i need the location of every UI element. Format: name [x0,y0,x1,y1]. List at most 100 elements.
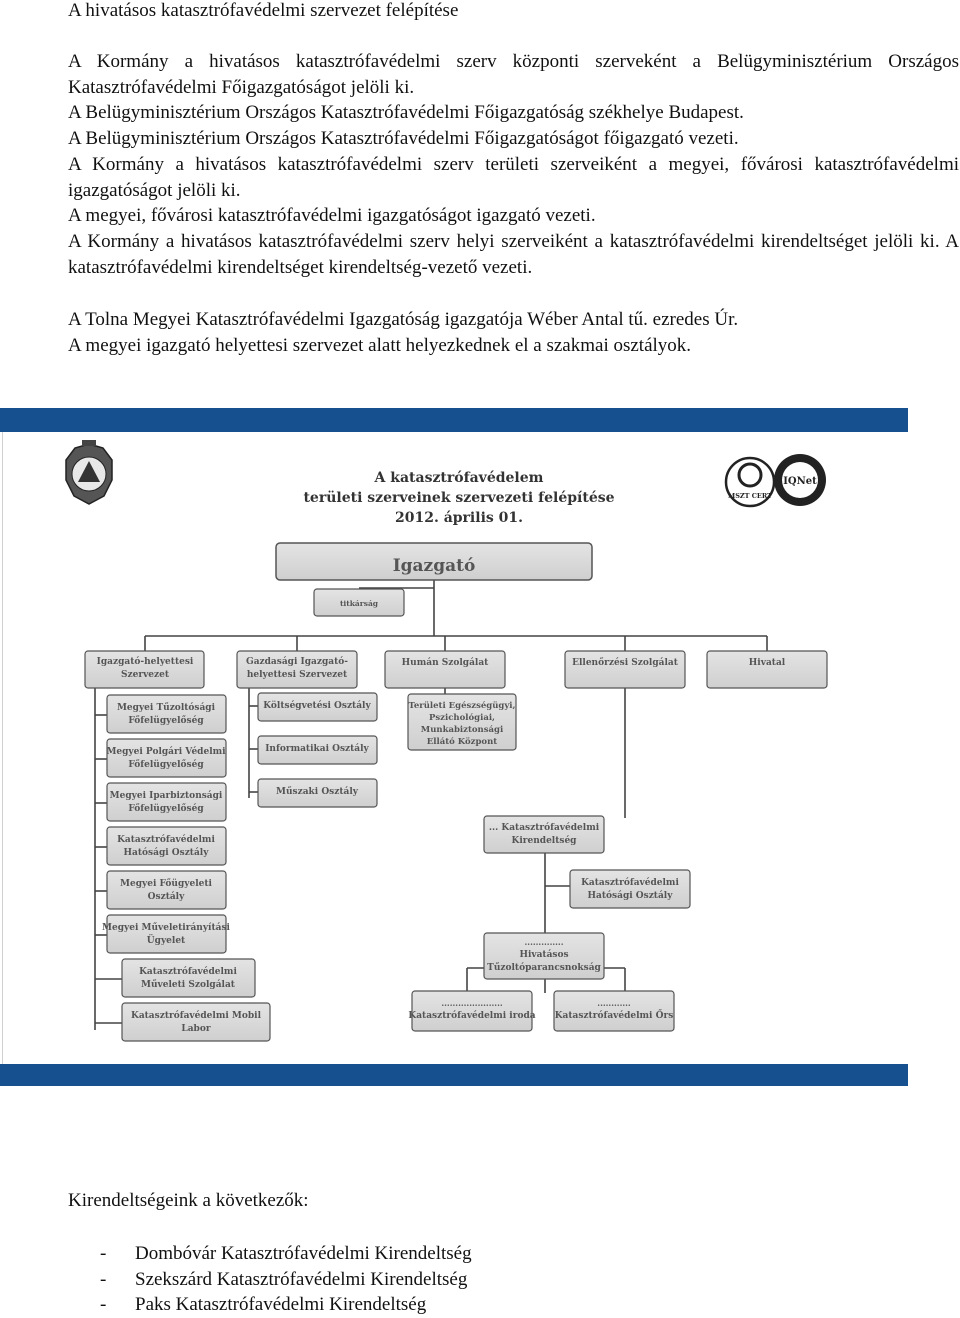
col2-item-1: Informatikai Osztály [257,735,378,765]
disaster-post-box: ............ Katasztrófavédelmi Őrs [553,990,675,1032]
col1-item-1: Megyei Polgári Védelmi Főfelügyelőség [106,738,227,778]
col1-item-7: Katasztrófavédelmi Mobil Labor [121,1002,271,1042]
figure-top-band [0,408,908,432]
list-item: - Dombóvár Katasztrófavédelmi Kirendelts… [100,1241,472,1267]
svg-text:Főfelügyelőség: Főfelügyelőség [128,803,204,814]
economic-deputy-header: Gazdasági Igazgató- helyettesi Szervezet [236,650,358,689]
figure-bottom-band [0,1064,908,1086]
svg-text:Ellátó Központ: Ellátó Központ [427,736,497,747]
health-center-box: Területi Egészségügyi, Pszichológiai, Mu… [407,693,517,751]
svg-text:Katasztrófavédelmi iroda: Katasztrófavédelmi iroda [408,1010,535,1021]
col1-item-2: Megyei Iparbiztonsági Főfelügyelőség [106,782,227,822]
svg-text:Ügyelet: Ügyelet [147,933,186,946]
text-seat: A Belügyminisztérium Országos Katasztróf… [68,102,744,124]
svg-text:Kirendeltség: Kirendeltség [512,835,578,846]
disaster-office-box: ...................... Katasztrófavédelm… [408,990,536,1032]
branch-box: ... Katasztrófavédelmi Kirendeltség [483,815,605,854]
text-regional-director: A megyei, fővárosi katasztrófavédelmi ig… [68,205,596,227]
director-label: Igazgató [393,556,476,576]
svg-text:Hivatal: Hivatal [749,658,786,668]
svg-text:Katasztrófavédelmi Őrs: Katasztrófavédelmi Őrs [555,1008,674,1021]
list-marker: - [100,1294,107,1316]
section-title: A hivatásos katasztrófavédelmi szervezet… [68,0,459,21]
director-box: Igazgató [275,542,593,581]
svg-text:Katasztrófavédelmi: Katasztrófavédelmi [117,834,215,845]
certification-badge-iqnet: IQNet [774,454,826,506]
secretariat-box: titkárság [313,588,405,617]
svg-text:Tűzoltóparancsnokság: Tűzoltóparancsnokság [487,962,601,973]
svg-text:... Katasztrófavédelmi: ... Katasztrófavédelmi [489,822,600,833]
svg-text:Gazdasági Igazgató-: Gazdasági Igazgató- [246,656,348,667]
text-central-body: A Kormány a hivatásos katasztrófavédelmi… [68,51,959,98]
list-item: - Szekszárd Katasztrófavédelmi Kirendelt… [100,1267,472,1293]
col1-item-6: Katasztrófavédelmi Műveleti Szolgálat [121,958,256,998]
secretariat-label: titkárság [340,599,379,608]
svg-text:......................: ...................... [441,998,502,1008]
svg-text:Hivatásos: Hivatásos [519,949,568,960]
svg-text:Katasztrófavédelmi Mobil: Katasztrófavédelmi Mobil [131,1010,262,1021]
branch-authority-box: Katasztrófavédelmi Hatósági Osztály [569,869,691,909]
svg-text:Osztály: Osztály [148,891,185,902]
col1-item-4: Megyei Főügyeleti Osztály [106,870,227,910]
branch-name: Paks Katasztrófavédelmi Kirendeltség [135,1294,427,1316]
svg-text:Katasztrófavédelmi: Katasztrófavédelmi [581,877,679,888]
branches-heading: Kirendeltségeink a következők: [68,1190,309,1211]
deputy-director-header: Igazgató-helyettesi Szervezet [84,650,205,689]
chart-heading-2: területi szerveinek szervezeti felépítés… [303,490,614,506]
emblem-icon [65,440,113,505]
svg-text:Szervezet: Szervezet [121,670,170,680]
svg-text:Műszaki Osztály: Műszaki Osztály [276,786,359,797]
svg-text:Hatósági Osztály: Hatósági Osztály [588,890,674,901]
svg-text:Megyei Főügyeleti: Megyei Főügyeleti [120,878,212,889]
audit-service-header: Ellenőrzési Szolgálat [564,650,686,689]
col1-item-0: Megyei Tűzoltósági Főfelügyelőség [106,694,227,734]
svg-text:Humán Szolgálat: Humán Szolgálat [402,657,489,668]
svg-text:..............: .............. [525,937,564,947]
branch-name: Szekszárd Katasztrófavédelmi Kirendeltsé… [135,1268,468,1290]
human-service-header: Humán Szolgálat [384,650,506,689]
text-local-bodies: A Kormány a hivatásos katasztrófavédelmi… [68,230,959,278]
certification-badge-mszt: MSZT CERT [724,456,776,508]
svg-text:Labor: Labor [181,1024,210,1034]
svg-text:Ellenőrzési Szolgálat: Ellenőrzési Szolgálat [572,657,679,668]
svg-text:Műveleti Szolgálat: Műveleti Szolgálat [141,979,236,990]
svg-text:Megyei Műveletirányítási: Megyei Műveletirányítási [102,922,230,933]
fire-brigade-box: .............. Hivatásos Tűzoltóparancsn… [483,932,605,980]
svg-text:Megyei Polgári Védelmi: Megyei Polgári Védelmi [106,746,226,757]
svg-text:Megyei Iparbiztonsági: Megyei Iparbiztonsági [110,790,223,801]
svg-text:Költségvetési Osztály: Költségvetési Osztály [263,700,371,711]
chart-heading-3: 2012. április 01. [395,510,523,526]
svg-text:Hatósági Osztály: Hatósági Osztály [124,847,210,858]
org-chart-figure: MSZT CERT IQNet A katasztrófavédelem ter… [0,408,910,1088]
badge2-text: IQNet [783,476,817,487]
svg-text:............: ............ [597,998,631,1008]
svg-text:Területi Egészségügyi,: Területi Egészségügyi, [409,700,516,711]
chart-heading-1: A katasztrófavédelem [374,470,544,486]
svg-text:Munkabiztonsági: Munkabiztonsági [421,724,504,735]
col1-item-5: Megyei Műveletirányítási Ügyelet [102,914,231,954]
office-header: Hivatal [706,650,828,689]
list-item: - Paks Katasztrófavédelmi Kirendeltség [100,1292,472,1318]
branches-list: - Dombóvár Katasztrófavédelmi Kirendelts… [100,1241,472,1318]
svg-text:Megyei Tűzoltósági: Megyei Tűzoltósági [117,702,216,713]
col2-item-2: Műszaki Osztály [257,778,378,808]
svg-text:Katasztrófavédelmi: Katasztrófavédelmi [139,966,237,977]
svg-text:Informatikai Osztály: Informatikai Osztály [265,743,369,754]
col2-item-0: Költségvetési Osztály [257,692,378,722]
svg-text:Főfelügyelőség: Főfelügyelőség [128,759,204,770]
svg-text:Igazgató-helyettesi: Igazgató-helyettesi [97,656,194,667]
list-marker: - [100,1268,107,1290]
svg-text:Főfelügyelőség: Főfelügyelőség [128,715,204,726]
intro-paragraphs: A Kormány a hivatásos katasztrófavédelmi… [68,49,959,280]
text-regional-bodies: A Kormány a hivatásos katasztrófavédelmi… [68,153,959,201]
svg-text:helyettesi Szervezet: helyettesi Szervezet [247,670,348,680]
col1-item-3: Katasztrófavédelmi Hatósági Osztály [106,826,227,866]
list-marker: - [100,1243,107,1264]
branch-name: Dombóvár Katasztrófavédelmi Kirendeltség [135,1243,472,1264]
tolna-paragraphs: A Tolna Megyei Katasztrófavédelmi Igazga… [68,307,959,358]
text-deputy-organization: A megyei igazgató helyettesi szervezet a… [68,334,692,356]
text-director-general: A Belügyminisztérium Országos Katasztróf… [68,128,739,150]
svg-text:Pszichológiai,: Pszichológiai, [429,712,495,723]
badge1-text: MSZT CERT [728,492,772,500]
org-chart-svg: MSZT CERT IQNet A katasztrófavédelem ter… [65,440,828,1042]
